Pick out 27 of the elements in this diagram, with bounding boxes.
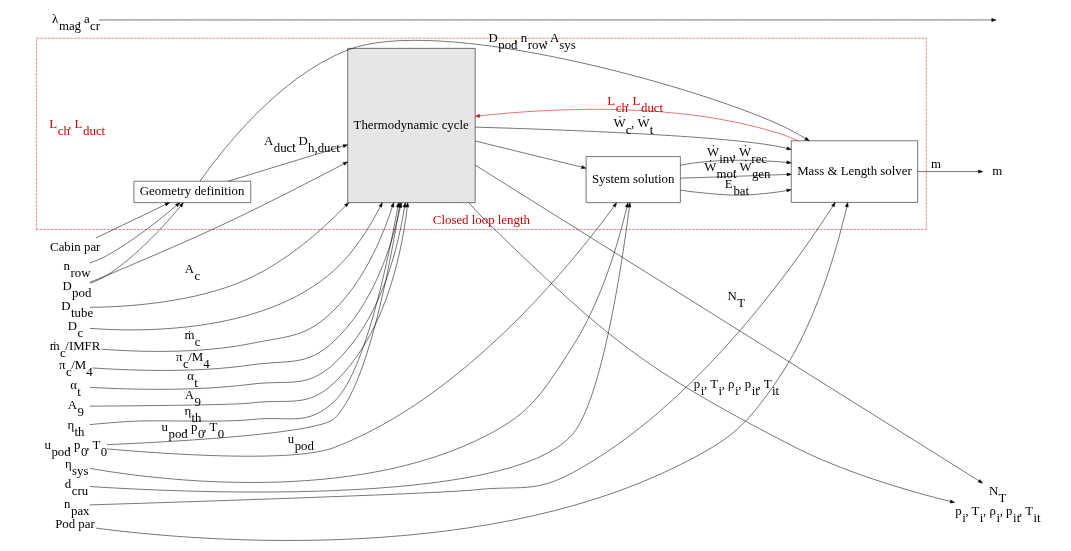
arrow [468, 202, 955, 504]
node-box: Geometry definition [133, 180, 251, 203]
node-text: Cabin par [49, 239, 100, 254]
arrow [95, 202, 170, 239]
edge-label: m [930, 156, 941, 171]
arrow [89, 202, 383, 331]
node-text: Pod par [54, 517, 95, 532]
arrow [199, 40, 809, 182]
node-box: System solution [585, 156, 681, 203]
arrow [89, 161, 348, 283]
arrow [679, 159, 791, 166]
arrow [89, 202, 349, 308]
node-box: Thermodynamic cycle [346, 48, 475, 203]
arrow [100, 202, 394, 352]
arrow [89, 202, 180, 264]
arrow [98, 18, 996, 22]
arrow [474, 164, 983, 484]
arrow [679, 188, 791, 196]
arrow [474, 109, 799, 142]
arrow [474, 140, 586, 169]
node-box: Mass & Length solver [790, 140, 918, 203]
arrow [474, 126, 791, 151]
arrow [89, 202, 184, 284]
arrow [679, 172, 792, 179]
node-text: m [991, 163, 1002, 178]
arrow [227, 144, 348, 182]
arrow [917, 169, 983, 174]
